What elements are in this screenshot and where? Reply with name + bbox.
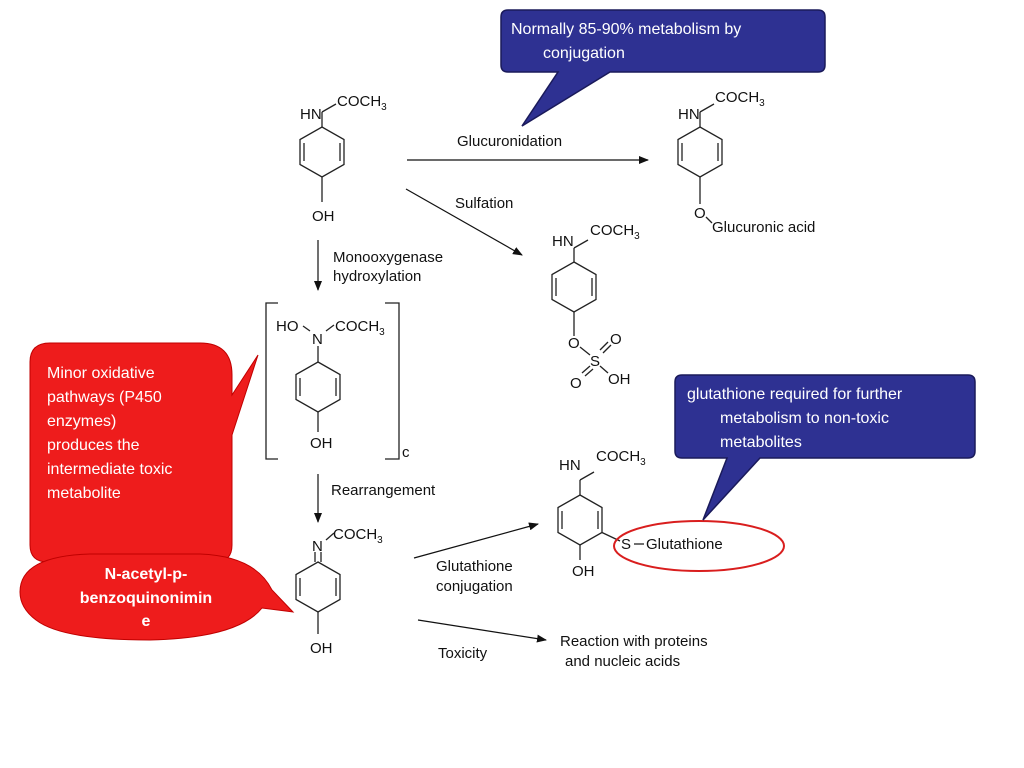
glutathione-highlight-ring xyxy=(613,520,785,572)
sulfate-molecule: HN COCH3 O S O O OH xyxy=(551,222,640,392)
hn-label: HN xyxy=(300,106,322,123)
sulfation-label: Sulfation xyxy=(455,195,513,212)
conjugation-callout-line2: conjugation xyxy=(543,45,625,62)
napqi-callout-line2: benzoquinonimin xyxy=(80,590,212,607)
n-hydroxy-intermediate: c HO N COCH3 OH xyxy=(265,302,410,461)
napqi-callout-line3: e xyxy=(142,613,151,630)
coch3-label: COCH3 xyxy=(715,89,765,109)
glucuronide-molecule: HN COCH3 O Glucuronic acid xyxy=(677,89,815,236)
conjugation-callout: Normally 85-90% metabolism by conjugatio… xyxy=(500,9,826,127)
toxicity-result-line2: and nucleic acids xyxy=(565,653,680,670)
coch3-label: COCH3 xyxy=(337,93,387,113)
coch3-label: COCH3 xyxy=(590,222,640,242)
toxicity-label: Toxicity xyxy=(438,645,488,662)
glutathione-label: Glutathione xyxy=(646,536,723,553)
oxidative-callout-line4: produces the xyxy=(47,437,140,454)
glutathione-callout: glutathione required for further metabol… xyxy=(674,374,976,521)
oh-label: OH xyxy=(608,371,631,388)
bracket-subscript: c xyxy=(402,444,410,461)
ho-label: HO xyxy=(276,318,299,335)
glucuronidation-label: Glucuronidation xyxy=(457,133,562,150)
oxidative-callout-line5: intermediate toxic xyxy=(47,461,172,478)
oh-label: OH xyxy=(572,563,595,580)
oxidative-callout-line1: Minor oxidative xyxy=(47,365,155,382)
coch3-label: COCH3 xyxy=(333,526,383,546)
hn-label: HN xyxy=(559,457,581,474)
glutathione-conjugation-label-line2: conjugation xyxy=(436,578,513,595)
oh-label: OH xyxy=(310,640,333,657)
oh-label: OH xyxy=(310,435,333,452)
napqi-callout-line1: N-acetyl-p- xyxy=(105,566,188,583)
oxidative-callout-line6: metabolite xyxy=(47,485,121,502)
sulfation-arrow xyxy=(405,188,523,256)
glutathione-callout-line2: metabolism to non-toxic xyxy=(720,410,889,427)
sulfur-label: S xyxy=(621,536,631,553)
oxidative-callout: Minor oxidative pathways (P450 enzymes) … xyxy=(29,342,259,563)
hn-label: HN xyxy=(678,106,700,123)
oxidative-callout-line3: enzymes) xyxy=(47,413,116,430)
toxicity-result-line1: Reaction with proteins xyxy=(560,633,708,650)
monooxygenase-label-line1: Monooxygenase xyxy=(333,249,443,266)
glutathione-conjugate-molecule: HN COCH3 S Glutathione OH xyxy=(557,448,723,580)
glutathione-callout-line3: metabolites xyxy=(720,434,802,451)
glutathione-conjugation-arrow xyxy=(413,522,539,559)
oxidative-callout-line2: pathways (P450 xyxy=(47,389,162,406)
oxygen-label: O xyxy=(568,335,580,352)
glutathione-callout-line1: glutathione required for further xyxy=(687,386,903,403)
oxygen-label: O xyxy=(694,205,706,222)
conjugation-callout-line1: Normally 85-90% metabolism by xyxy=(511,21,741,38)
paracetamol-molecule: HN COCH3 OH xyxy=(299,93,387,225)
glucuronic-acid-label: Glucuronic acid xyxy=(712,219,815,236)
oxygen-label: O xyxy=(570,375,582,392)
monooxygenase-label-line2: hydroxylation xyxy=(333,268,421,285)
rearrangement-label: Rearrangement xyxy=(331,482,436,499)
sulfur-label: S xyxy=(590,353,600,370)
nitrogen-label: N xyxy=(312,538,323,555)
coch3-label: COCH3 xyxy=(335,318,385,338)
glutathione-conjugation-label-line1: Glutathione xyxy=(436,558,513,575)
oh-label: OH xyxy=(312,208,335,225)
coch3-label: COCH3 xyxy=(596,448,646,468)
oxygen-label: O xyxy=(610,331,622,348)
napqi-molecule: N COCH3 OH xyxy=(295,526,383,657)
nitrogen-label: N xyxy=(312,331,323,348)
hn-label: HN xyxy=(552,233,574,250)
toxicity-arrow xyxy=(417,619,547,643)
napqi-callout: N-acetyl-p- benzoquinonimin e xyxy=(19,553,295,641)
